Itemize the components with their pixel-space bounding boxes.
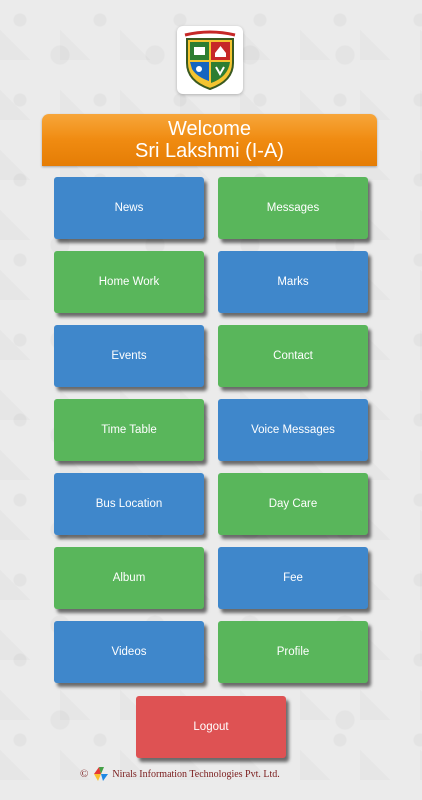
album-button[interactable]: Album [54,547,204,609]
nirals-logo-icon [94,767,109,781]
welcome-title: Welcome [168,118,251,140]
school-logo [177,26,243,94]
copyright-symbol: © [80,768,89,780]
voice-messages-button[interactable]: Voice Messages [218,399,368,461]
news-button[interactable]: News [54,177,204,239]
student-name: Sri Lakshmi (I-A) [135,140,284,162]
marks-button[interactable]: Marks [218,251,368,313]
profile-button[interactable]: Profile [218,621,368,683]
videos-button[interactable]: Videos [54,621,204,683]
footer: © Nirals Information Technologies Pvt. L… [80,766,280,782]
home-work-button[interactable]: Home Work [54,251,204,313]
bus-location-button[interactable]: Bus Location [54,473,204,535]
fee-button[interactable]: Fee [218,547,368,609]
time-table-button[interactable]: Time Table [54,399,204,461]
company-name: Nirals Information Technologies Pvt. Ltd… [112,768,280,780]
welcome-banner: Welcome Sri Lakshmi (I-A) [42,114,377,166]
events-button[interactable]: Events [54,325,204,387]
logout-button[interactable]: Logout [136,696,286,758]
contact-button[interactable]: Contact [218,325,368,387]
school-crest-logo [184,30,236,91]
day-care-button[interactable]: Day Care [218,473,368,535]
messages-button[interactable]: Messages [218,177,368,239]
